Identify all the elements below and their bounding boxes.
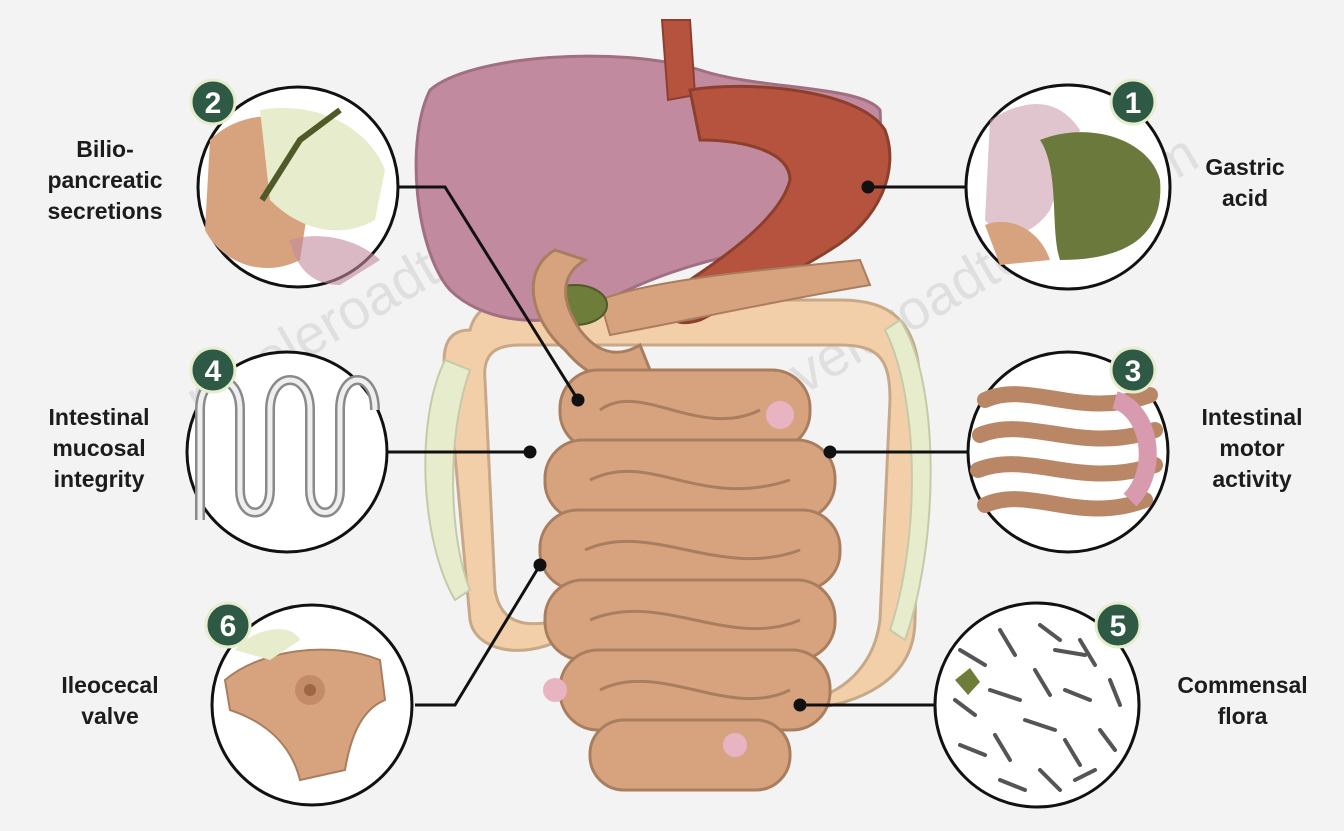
badge-6-number: 6 [220,610,237,643]
label-motor-line-2: motor [1172,433,1332,464]
label-ileocecal-line-2: valve [25,701,195,732]
badge-3-number: 3 [1125,355,1142,388]
badge-4: 4 [191,348,235,392]
badge-1-number: 1 [1125,87,1142,120]
label-ileocecal-valve: Ileocecal valve [25,670,195,732]
connector-1-dot [863,182,873,192]
connector-4-dot [525,447,535,457]
label-flora-line-2: flora [1145,701,1340,732]
connector-3-dot [825,447,835,457]
esophagus [662,20,695,100]
badge-3: 3 [1111,348,1155,392]
badge-6: 6 [206,603,250,647]
label-intestinal-motor-activity: Intestinal motor activity [1172,402,1332,495]
label-bilio-line-3: secretions [20,196,190,227]
label-gastric-acid-line-1: Gastric [1170,152,1320,183]
label-mucosal-line-3: integrity [14,464,184,495]
connector-5-dot [795,700,805,710]
label-mucosal-line-1: Intestinal [14,402,184,433]
label-gastric-acid: Gastric acid [1170,152,1320,214]
badge-4-number: 4 [205,355,222,388]
badge-1: 1 [1111,80,1155,124]
badge-5-number: 5 [1110,610,1127,643]
label-bilio-line-1: Bilio- [20,134,190,165]
label-mucosal-line-2: mucosal [14,433,184,464]
label-intestinal-mucosal-integrity: Intestinal mucosal integrity [14,402,184,495]
label-commensal-flora: Commensal flora [1145,670,1340,732]
anatomy [416,20,931,790]
label-flora-line-1: Commensal [1145,670,1340,701]
badge-5: 5 [1096,603,1140,647]
label-motor-line-3: activity [1172,464,1332,495]
connector-2-dot [573,395,583,405]
small-intestine [540,370,840,790]
label-ileocecal-line-1: Ileocecal [25,670,195,701]
connector-6-dot [535,560,545,570]
label-bilio-line-2: pancreatic [20,165,190,196]
label-bilio-pancreatic-secretions: Bilio- pancreatic secretions [20,134,190,227]
badge-2-number: 2 [205,87,222,120]
badge-2: 2 [191,80,235,124]
label-gastric-acid-line-2: acid [1170,183,1320,214]
label-motor-line-1: Intestinal [1172,402,1332,433]
